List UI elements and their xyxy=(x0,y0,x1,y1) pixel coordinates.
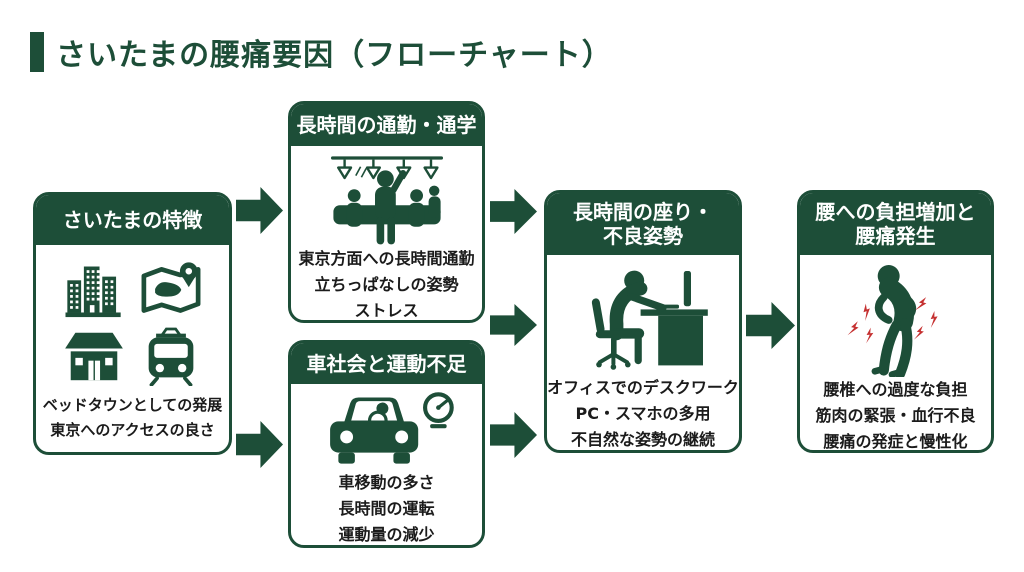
node-body: オフィスでのデスクワーク PC・スマホの多用 不自然な姿勢の継続 xyxy=(547,255,739,450)
node-header-line: 腰への負担増加と xyxy=(815,200,976,224)
node-header: 長時間の通勤・通学 xyxy=(291,104,482,146)
node-header-line: 車社会と運動不足 xyxy=(306,351,467,376)
node-body: ベッドタウンとしての発展 東京へのアクセスの良さ xyxy=(36,245,229,452)
node-body-line: 不自然な姿勢の継続 xyxy=(570,429,715,449)
arrow-saitama-to-car xyxy=(236,421,283,468)
back-pain-icon-wrap xyxy=(832,263,960,377)
node-body: 東京方面への長時間通勤 立ちっぱなしの姿勢 ストレス xyxy=(291,146,482,320)
node-body: 車移動の多さ 長時間の運転 運動量の減少 xyxy=(291,384,482,545)
node-header: 車社会と運動不足 xyxy=(291,343,482,384)
node-body-line: 筋肉の緊張・血行不良 xyxy=(815,405,976,425)
node-body-line: オフィスでのデスクワーク xyxy=(547,378,739,397)
node-body-line: 東京へのアクセスの良さ xyxy=(50,420,215,439)
person-with-back-pain-icon xyxy=(847,265,939,377)
train-icon xyxy=(148,327,193,387)
page-header: さいたまの腰痛要因（フローチャート） xyxy=(30,30,613,74)
node-body-line: 腰痛の発症と慢性化 xyxy=(823,431,968,451)
car-icon-wrap xyxy=(318,392,456,470)
node-body-line: 運動量の減少 xyxy=(338,524,435,544)
map-pin-icon xyxy=(141,262,200,314)
node-body-line: ストレス xyxy=(354,300,419,320)
node-body-line: ベッドタウンとしての発展 xyxy=(42,396,223,415)
flow-node-sitting: 長時間の座り・ 不良姿勢 xyxy=(544,190,742,453)
saitama-icon-group xyxy=(64,253,202,393)
arrow-middle-to-sitting xyxy=(490,304,537,346)
arrow-commute-to-sitting xyxy=(490,189,537,234)
node-header: 長時間の座り・ 不良姿勢 xyxy=(547,193,739,255)
flow-node-car: 車社会と運動不足 xyxy=(288,340,485,548)
arrow-car-to-sitting xyxy=(490,412,537,458)
car-with-speedometer-icon xyxy=(329,392,454,464)
node-body: 腰椎への過度な負担 筋肉の緊張・血行不良 腰痛の発症と慢性化 xyxy=(800,255,991,451)
node-body-text: 腰椎への過度な負担 筋肉の緊張・血行不良 腰痛の発症と慢性化 xyxy=(815,377,976,451)
node-header-line: さいたまの特徴 xyxy=(62,208,203,232)
node-header-line: 腰痛発生 xyxy=(855,224,936,248)
node-header-line: 長時間の座り・ xyxy=(573,200,713,224)
node-body-line: 車移動の多さ xyxy=(338,473,435,492)
node-body-text: 東京方面への長時間通勤 立ちっぱなしの姿勢 ストレス xyxy=(298,246,475,320)
flow-node-backpain: 腰への負担増加と 腰痛発生 xyxy=(797,190,994,453)
crowded-train-icon xyxy=(330,156,443,245)
node-header-line: 不良姿勢 xyxy=(603,224,683,248)
node-body-line: 立ちっぱなしの姿勢 xyxy=(314,274,459,294)
node-body-line: PC・スマホの多用 xyxy=(575,403,711,423)
page-title: さいたまの腰痛要因（フローチャート） xyxy=(56,38,613,73)
title-accent-bar xyxy=(30,32,44,72)
commute-icon-wrap xyxy=(325,154,449,246)
hunched-desk-worker-icon xyxy=(591,270,708,370)
node-body-text: オフィスでのデスクワーク PC・スマホの多用 不自然な姿勢の継続 xyxy=(547,375,739,450)
node-body-line: 腰椎への過度な負担 xyxy=(823,380,968,399)
node-body-line: 長時間の運転 xyxy=(338,498,435,518)
node-body-line: 東京方面への長時間通勤 xyxy=(298,249,475,268)
city-buildings-icon xyxy=(65,266,121,317)
node-header-line: 長時間の通勤・通学 xyxy=(296,113,477,137)
node-header: 腰への負担増加と 腰痛発生 xyxy=(800,193,991,255)
flow-node-saitama: さいたまの特徴 xyxy=(33,192,232,455)
arrow-saitama-to-commute xyxy=(236,187,283,234)
node-body-text: 車移動の多さ 長時間の運転 運動量の減少 xyxy=(338,470,435,545)
house-icon xyxy=(64,332,123,381)
node-body-text: ベッドタウンとしての発展 東京へのアクセスの良さ xyxy=(43,393,223,442)
node-header: さいたまの特徴 xyxy=(36,195,229,245)
arrow-sitting-to-backpain xyxy=(746,302,795,349)
desk-work-icon-wrap xyxy=(568,263,718,375)
flow-node-commute: 長時間の通勤・通学 xyxy=(288,101,485,323)
